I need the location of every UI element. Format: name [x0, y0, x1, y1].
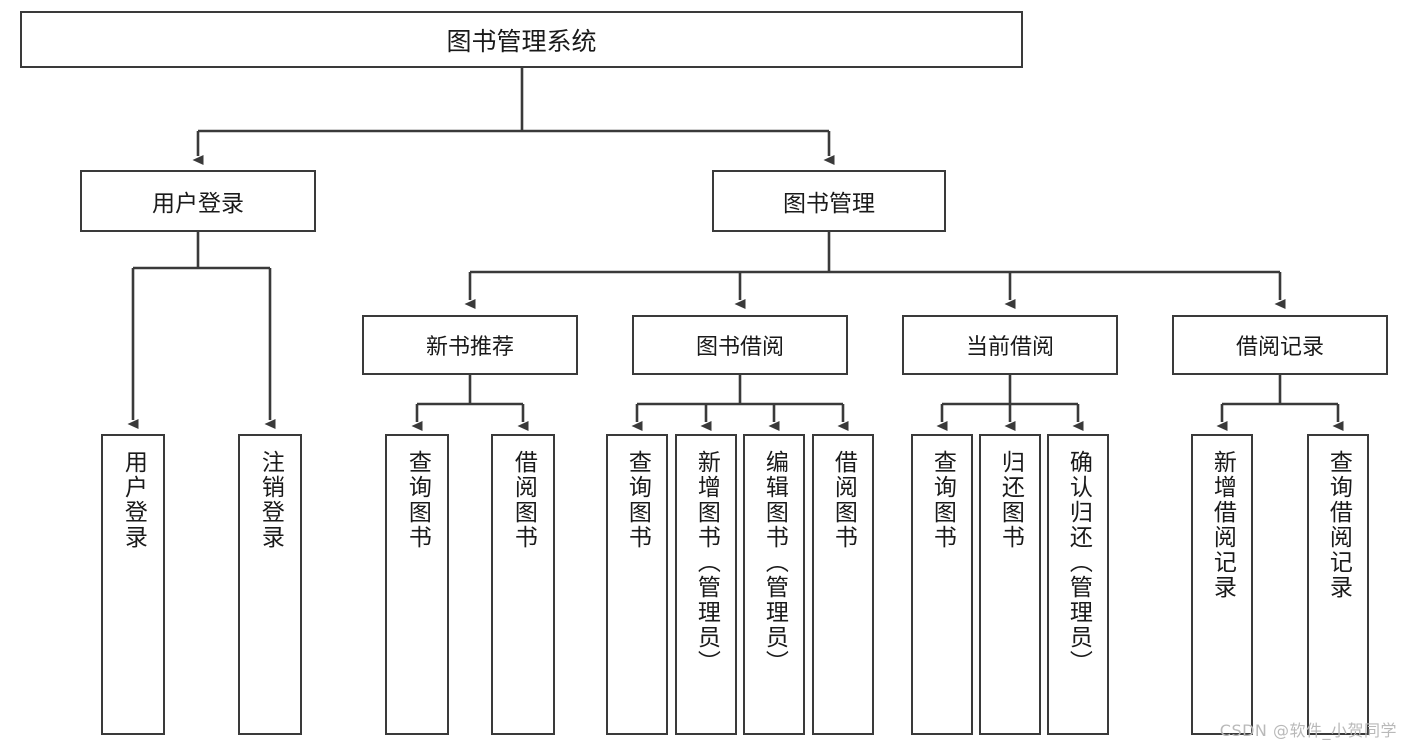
node-book-borrow[interactable]: 图书借阅	[632, 315, 848, 375]
leaf-record-add-record-label: 新增借阅记录	[1209, 450, 1236, 600]
leaf-recommend-borrow-book-label: 借阅图书	[510, 450, 537, 550]
leaf-borrow-add-book-admin-label: 新增图书（管理员）	[693, 450, 720, 675]
node-root[interactable]: 图书管理系统	[20, 11, 1023, 68]
leaf-current-confirm-return-admin[interactable]: 确认归还（管理员）	[1047, 434, 1109, 735]
node-borrow-record[interactable]: 借阅记录	[1172, 315, 1388, 375]
node-current-borrow[interactable]: 当前借阅	[902, 315, 1118, 375]
node-book-borrow-label: 图书借阅	[695, 335, 784, 360]
leaf-borrow-query-book-label: 查询图书	[624, 450, 651, 550]
leaf-current-return-book[interactable]: 归还图书	[979, 434, 1041, 735]
node-root-label: 图书管理系统	[446, 26, 597, 56]
leaf-record-query-record-label: 查询借阅记录	[1325, 450, 1352, 600]
leaf-record-query-record[interactable]: 查询借阅记录	[1307, 434, 1369, 735]
node-borrow-record-label: 借阅记录	[1235, 335, 1324, 360]
node-new-book-recommend-label: 新书推荐	[425, 335, 514, 360]
node-new-book-recommend[interactable]: 新书推荐	[362, 315, 578, 375]
leaf-borrow-edit-book-admin[interactable]: 编辑图书（管理员）	[743, 434, 805, 735]
leaf-borrow-borrow-book[interactable]: 借阅图书	[812, 434, 874, 735]
leaf-user-login-label: 用户登录	[120, 450, 147, 550]
leaf-current-return-book-label: 归还图书	[997, 450, 1024, 550]
leaf-record-add-record[interactable]: 新增借阅记录	[1191, 434, 1253, 735]
node-book-management-label: 图书管理	[783, 191, 875, 217]
leaf-borrow-add-book-admin[interactable]: 新增图书（管理员）	[675, 434, 737, 735]
leaf-borrow-query-book[interactable]: 查询图书	[606, 434, 668, 735]
node-user-login-label: 用户登录	[152, 191, 244, 217]
leaf-recommend-query-book[interactable]: 查询图书	[385, 434, 449, 735]
leaf-current-query-book[interactable]: 查询图书	[911, 434, 973, 735]
leaf-user-logout-label: 注销登录	[257, 450, 284, 550]
leaf-recommend-query-book-label: 查询图书	[404, 450, 431, 550]
leaf-user-logout[interactable]: 注销登录	[238, 434, 302, 735]
node-book-management[interactable]: 图书管理	[712, 170, 946, 232]
leaf-recommend-borrow-book[interactable]: 借阅图书	[491, 434, 555, 735]
node-user-login[interactable]: 用户登录	[80, 170, 316, 232]
leaf-user-login[interactable]: 用户登录	[101, 434, 165, 735]
leaf-borrow-borrow-book-label: 借阅图书	[830, 450, 857, 550]
leaf-borrow-edit-book-admin-label: 编辑图书（管理员）	[761, 450, 788, 675]
watermark: CSDN @软件_小贺同学	[1219, 721, 1397, 740]
leaf-current-confirm-return-admin-label: 确认归还（管理员）	[1065, 450, 1092, 675]
leaf-current-query-book-label: 查询图书	[929, 450, 956, 550]
node-current-borrow-label: 当前借阅	[965, 335, 1054, 360]
